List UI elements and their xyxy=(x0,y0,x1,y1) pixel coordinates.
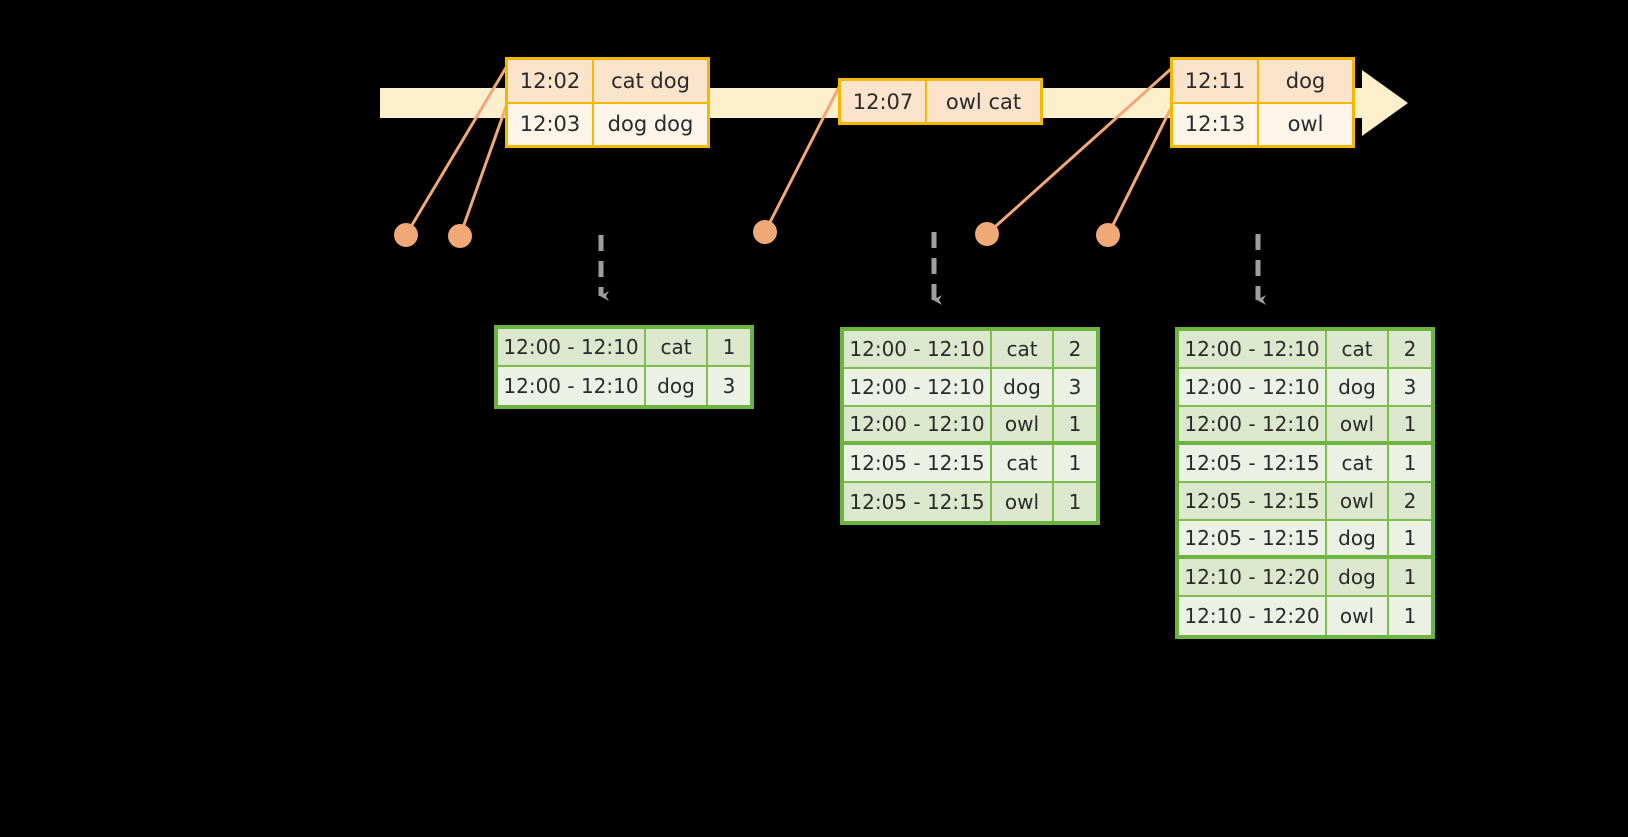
cell-window: 12:05 - 12:15 xyxy=(1179,483,1327,521)
event-words: owl xyxy=(1287,112,1324,137)
cell-word: owl xyxy=(992,483,1054,521)
cell-count: 1 xyxy=(1403,604,1417,628)
cell-count: 2 xyxy=(1389,483,1431,521)
event-time: 12:07 xyxy=(841,81,927,122)
event-dots xyxy=(394,220,1120,248)
cell-count: 1 xyxy=(1389,407,1431,445)
cell-word: dog xyxy=(1327,369,1389,407)
dot-4 xyxy=(975,222,999,246)
event-connector-lines xyxy=(404,64,1174,238)
connector-line-5 xyxy=(1106,104,1174,237)
cell-count: 1 xyxy=(708,329,750,367)
cell-count: 3 xyxy=(1389,369,1431,407)
cell-count: 1 xyxy=(1389,521,1431,559)
cell-window: 12:00 - 12:10 xyxy=(844,369,992,407)
event-group-2[interactable]: 12:07 owl cat xyxy=(838,78,1043,125)
connector-line-2 xyxy=(458,102,509,238)
cell-count: 1 xyxy=(1389,559,1431,597)
event-words: cat dog xyxy=(611,68,690,93)
cell-count: 3 xyxy=(722,374,736,398)
cell-count: 3 xyxy=(1054,369,1096,407)
cell-window: 12:05 - 12:15 xyxy=(844,483,992,521)
event-time: 12:11 xyxy=(1173,60,1259,102)
cell-word: cat xyxy=(992,445,1054,483)
cell-count: 1 xyxy=(1054,407,1096,445)
cell-window: 12:00 - 12:10 xyxy=(844,331,992,369)
cell-count: 1 xyxy=(1389,445,1431,483)
event-row[interactable]: 12:02 cat dog xyxy=(508,60,707,104)
cell-word: dog xyxy=(1327,559,1389,597)
event-time: 12:03 xyxy=(508,103,594,145)
cell-count: 1 xyxy=(1068,490,1082,514)
cell-word: dog xyxy=(1327,521,1389,559)
cell-word: owl xyxy=(1327,597,1389,635)
cell-window: 12:00 - 12:10 xyxy=(844,407,992,445)
cell-window: 12:00 - 12:10 xyxy=(498,329,646,367)
cell-count: 2 xyxy=(1054,331,1096,369)
connector-line-1 xyxy=(404,64,509,237)
cell-word: dog xyxy=(992,369,1054,407)
event-time: 12:02 xyxy=(508,60,594,102)
event-group-1[interactable]: 12:02 cat dog 12:03 dog dog xyxy=(505,57,710,148)
emit-arrows xyxy=(598,232,1266,305)
event-row[interactable]: 12:11 dog xyxy=(1173,60,1352,104)
cell-word: cat xyxy=(646,329,708,367)
cell-count: 1 xyxy=(1054,445,1096,483)
cell-window: 12:00 - 12:10 xyxy=(1179,407,1327,445)
cell-count: 2 xyxy=(1389,331,1431,369)
cell-word: cat xyxy=(1327,445,1389,483)
event-row[interactable]: 12:07 owl cat xyxy=(841,81,1040,122)
connector-line-3 xyxy=(763,83,842,234)
event-words: owl cat xyxy=(945,89,1022,114)
cell-word: cat xyxy=(1327,331,1389,369)
dot-5 xyxy=(1096,223,1120,247)
event-words: dog xyxy=(1285,68,1326,93)
cell-window: 12:00 - 12:10 xyxy=(1179,369,1327,407)
event-row[interactable]: 12:03 dog dog xyxy=(508,103,707,145)
dot-2 xyxy=(448,224,472,248)
cell-window: 12:00 - 12:10 xyxy=(498,367,646,405)
cell-window: 12:00 - 12:10 xyxy=(1179,331,1327,369)
dot-1 xyxy=(394,223,418,247)
cell-word: owl xyxy=(1327,407,1389,445)
cell-word: dog xyxy=(646,367,708,405)
cell-window: 12:10 - 12:20 xyxy=(1179,597,1327,635)
connector-line-4 xyxy=(985,66,1174,236)
event-group-3[interactable]: 12:11 dog 12:13 owl xyxy=(1170,57,1355,148)
cell-window: 12:05 - 12:15 xyxy=(1179,521,1327,559)
cell-word: owl xyxy=(1327,483,1389,521)
event-time: 12:13 xyxy=(1173,103,1259,145)
cell-window: 12:10 - 12:20 xyxy=(1179,559,1327,597)
dot-3 xyxy=(753,220,777,244)
event-words: dog dog xyxy=(607,112,694,137)
cell-word: cat xyxy=(992,331,1054,369)
cell-window: 12:05 - 12:15 xyxy=(1179,445,1327,483)
cell-window: 12:05 - 12:15 xyxy=(844,445,992,483)
event-row[interactable]: 12:13 owl xyxy=(1173,103,1352,145)
cell-word: owl xyxy=(992,407,1054,445)
